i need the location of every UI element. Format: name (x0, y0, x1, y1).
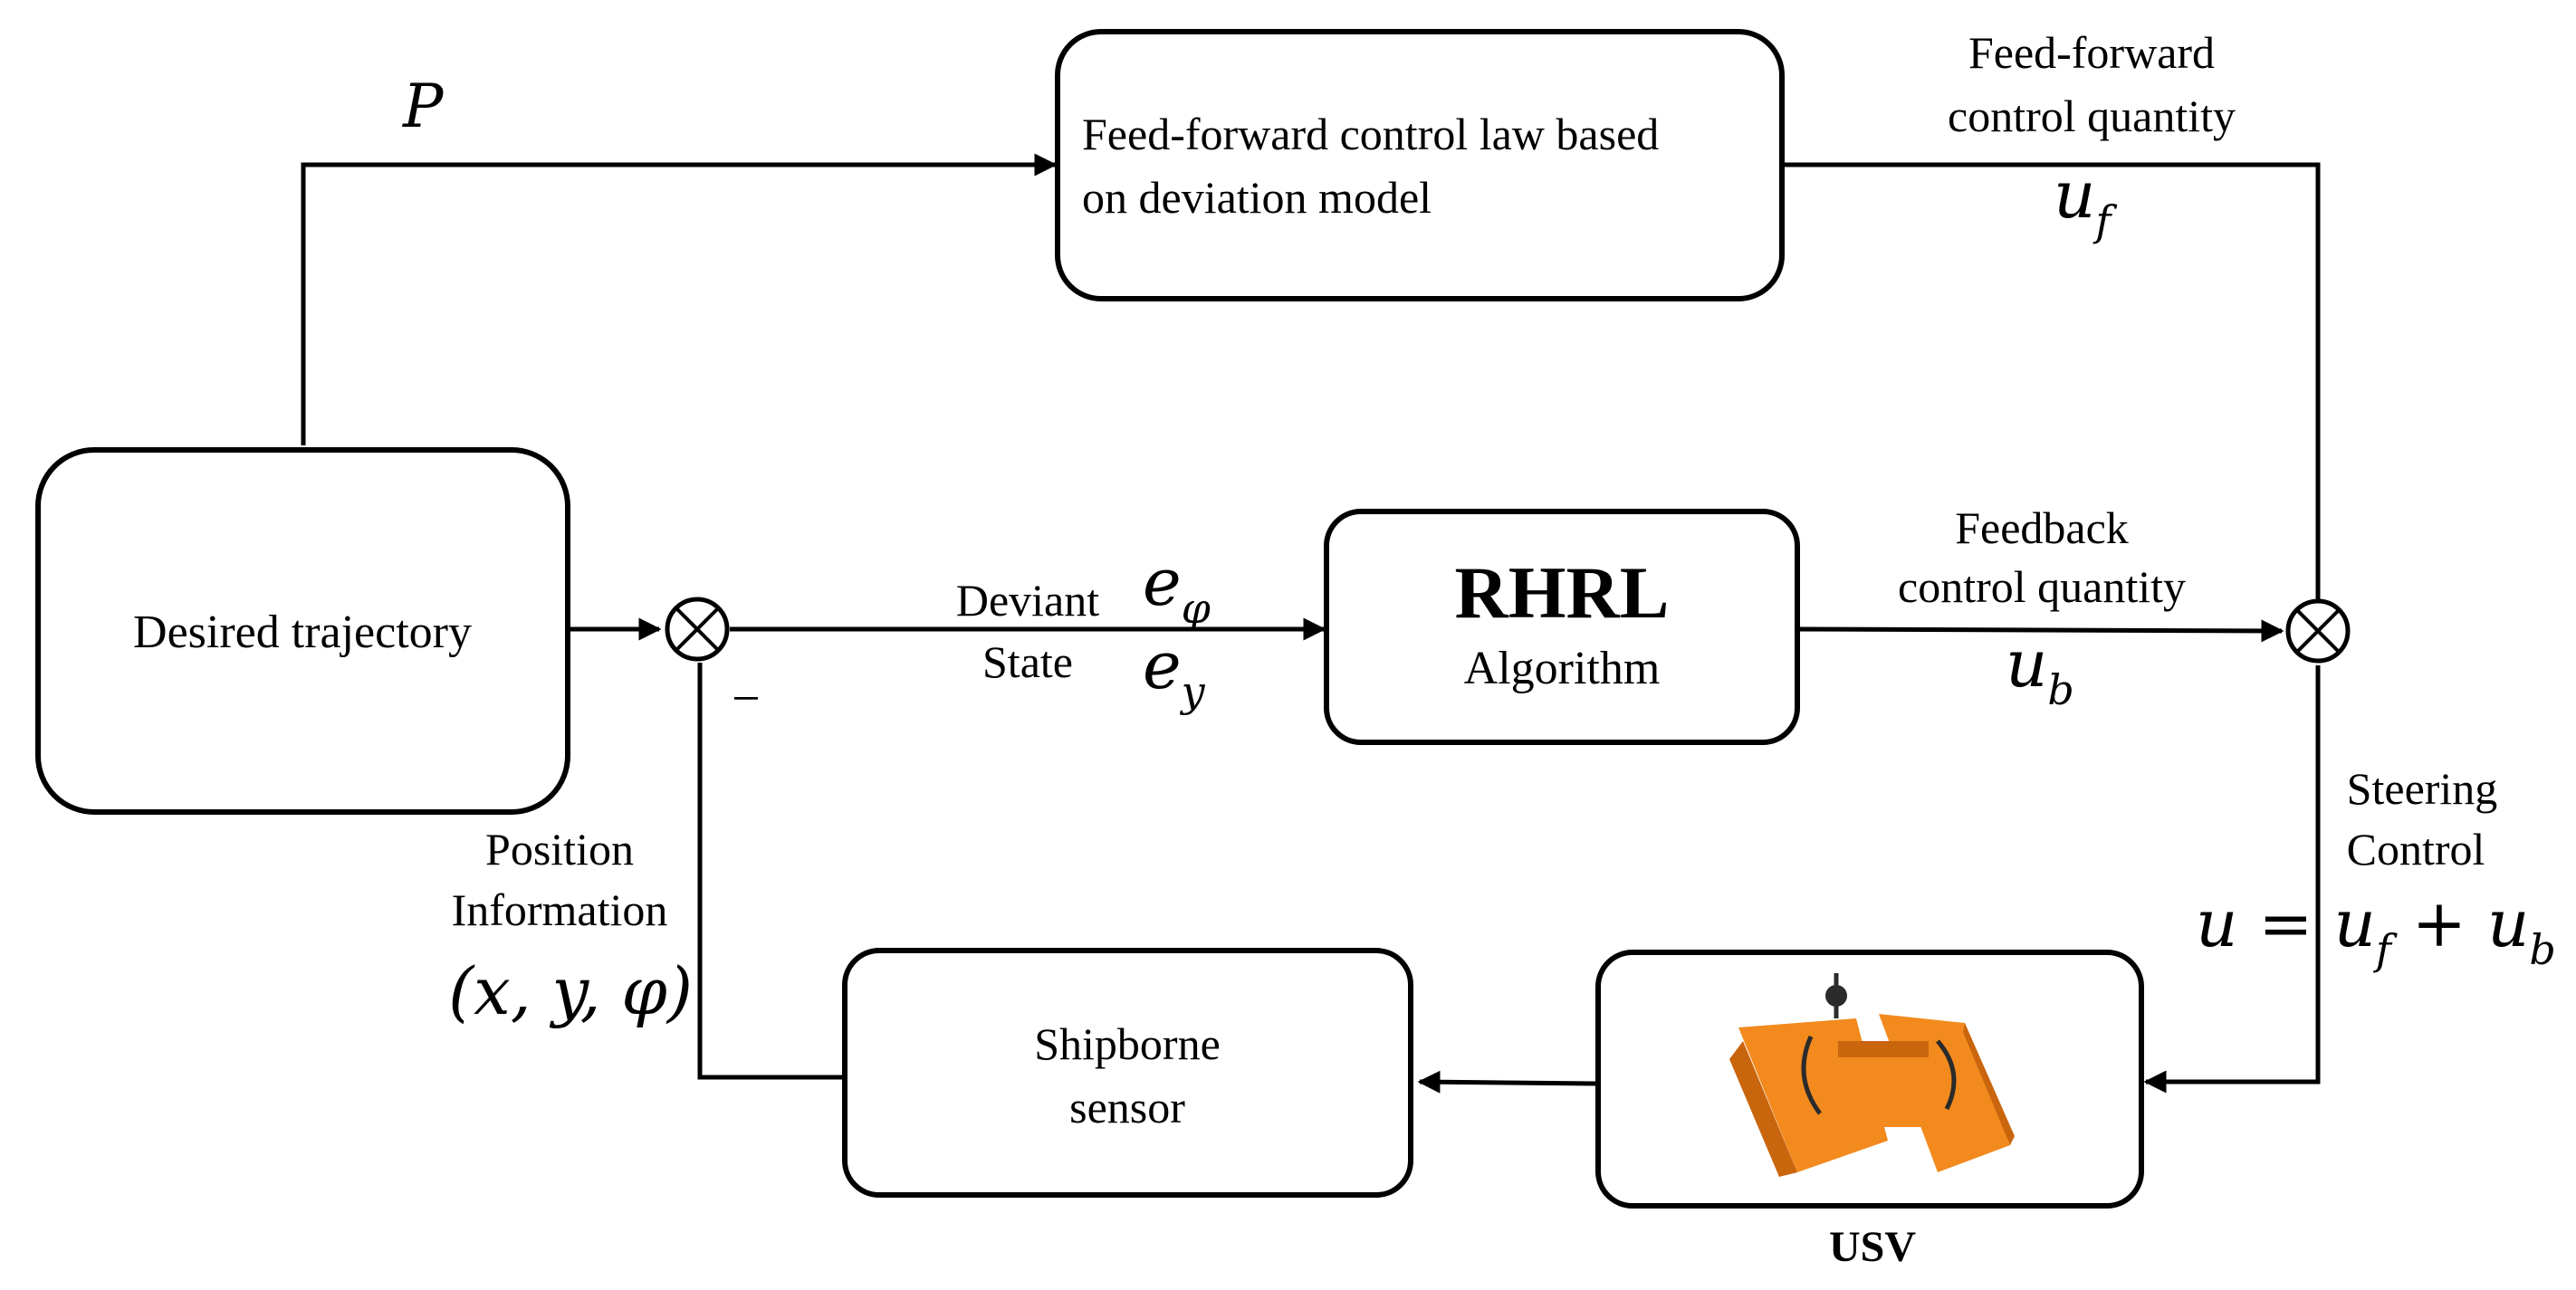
usv-left-hull-shadow (1729, 1041, 1797, 1177)
summing-junction-1 (665, 597, 730, 662)
label-information: Information (452, 884, 668, 935)
label-state: State (982, 636, 1073, 687)
sensor-line2: sensor (1069, 1082, 1185, 1132)
usv-vessel-image (1729, 973, 2015, 1177)
rhrl-subtitle: Algorithm (1464, 643, 1661, 694)
label-u-f: uf (2054, 157, 2117, 245)
label-e-y: ey (1143, 627, 1206, 716)
edge-feedforward-to-sum2 (1784, 162, 2321, 607)
label-feedforward-qty-2: control quantity (1948, 91, 2236, 141)
label-control: Control (2347, 824, 2485, 874)
node-feedforward-control-law: Feed-forward control law based on deviat… (1055, 29, 1785, 301)
usv-label: USV (1829, 1223, 1916, 1271)
sensor-line1: Shipborne (1034, 1018, 1221, 1069)
node-shipborne-sensor: Shipborne sensor (842, 948, 1413, 1198)
feedforward-line2: on deviation model (1082, 172, 1432, 223)
usv-center-box-top (1838, 1041, 1929, 1057)
label-feedback-qty-2: control quantity (1898, 561, 2186, 612)
node-rhrl-algorithm: RHRL Algorithm (1324, 509, 1800, 745)
node-desired-trajectory: Desired trajectory (35, 447, 570, 815)
label-deviant: Deviant (956, 575, 1099, 626)
rhrl-title: RHRL (1455, 551, 1670, 634)
edge-trajectory-to-feedforward (301, 153, 1058, 445)
edge-sum2-to-usv (2143, 665, 2321, 1094)
label-u-b: ub (2006, 626, 2074, 714)
feedforward-line1: Feed-forward control law based (1082, 109, 1659, 159)
label-feedback-qty-1: Feedback (1955, 502, 2129, 553)
usv-right-hull-shadow (1963, 1023, 2015, 1145)
edge-rhrl-to-sum2 (1797, 619, 2284, 643)
node-usv: USV (1595, 950, 2144, 1271)
desired-trajectory-label: Desired trajectory (133, 607, 472, 658)
label-steering: Steering (2347, 763, 2498, 814)
label-steering-equation: u = uf + ub (2196, 885, 2556, 974)
edge-usv-to-sensor (1417, 1070, 1596, 1094)
edge-sensor-to-sum1 (697, 663, 845, 1080)
label-e-phi: eφ (1143, 544, 1211, 633)
label-feedforward-qty-1: Feed-forward (1968, 27, 2215, 78)
label-position-coords: (x, y, φ) (448, 953, 693, 1029)
label-position: Position (485, 824, 634, 874)
label-P: P (402, 72, 445, 141)
summing-junction-2 (2285, 598, 2351, 664)
label-minus: − (732, 671, 761, 727)
